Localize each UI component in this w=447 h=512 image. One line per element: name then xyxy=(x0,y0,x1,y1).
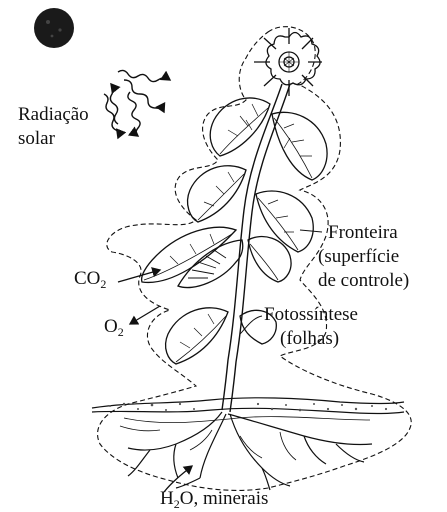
h2o-label-base: H xyxy=(160,488,174,509)
boundary-label-line1: Fronteira xyxy=(328,222,398,244)
photosynthesis-label-line2: (folhas) xyxy=(280,328,339,350)
h2o-label-rest: O, minerais xyxy=(180,488,269,509)
o2-outflow-arrow xyxy=(130,306,160,324)
solar-radiation-label-line2: solar xyxy=(18,128,55,150)
soil-texture xyxy=(109,403,387,412)
soil-surface xyxy=(92,398,404,423)
photosynthesis-leader-line xyxy=(240,316,262,334)
leaf-o2-left xyxy=(166,308,228,364)
plant-stem xyxy=(222,84,290,412)
leaf-middle-right xyxy=(256,191,313,252)
leaf-upper-right xyxy=(272,112,327,180)
plant-roots xyxy=(120,412,372,490)
radiation-ray-3 xyxy=(124,80,164,112)
leaf-middle-left xyxy=(188,166,246,222)
leaf-upper-left xyxy=(210,98,270,156)
solar-radiation-rays xyxy=(104,70,170,138)
sun-icon xyxy=(34,8,74,48)
o2-label-base: O xyxy=(104,316,118,337)
o2-label: O2 xyxy=(104,316,124,338)
co2-label: CO2 xyxy=(74,268,106,290)
co2-label-base: CO xyxy=(74,268,100,289)
co2-label-sub: 2 xyxy=(100,277,106,291)
boundary-label-line2: (superfície xyxy=(318,246,399,268)
photosynthesis-label-line1: Fotossíntese xyxy=(264,304,358,326)
o2-label-sub: 2 xyxy=(118,325,124,339)
h2o-minerals-label: H2O, minerais xyxy=(160,488,268,510)
boundary-label-line3: de controle) xyxy=(318,270,409,292)
boundary-leader-line xyxy=(300,230,322,232)
solar-radiation-label-line1: Radiação xyxy=(18,104,89,126)
radiation-ray-2 xyxy=(128,92,140,136)
flower-head xyxy=(254,28,322,96)
